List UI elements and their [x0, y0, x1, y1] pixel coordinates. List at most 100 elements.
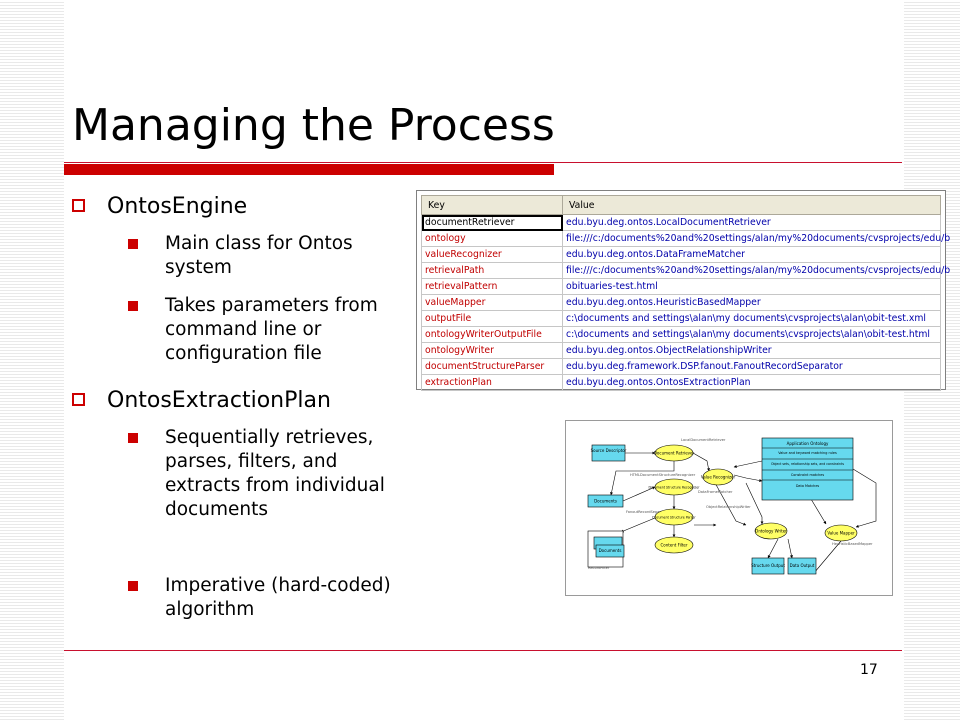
- property-key-cell[interactable]: documentStructureParser: [421, 358, 563, 375]
- node-label: Documents: [594, 499, 617, 504]
- property-key-cell[interactable]: valueRecognizer: [421, 246, 563, 263]
- property-key-cell[interactable]: ontologyWriter: [421, 342, 563, 359]
- property-value-cell[interactable]: file:///c:/documents%20and%20settings/al…: [562, 262, 950, 279]
- sub-bullet-text: Imperative (hard-coded) algorithm: [165, 575, 391, 620]
- data-output-node: [787, 557, 817, 575]
- connector-label: FanoutRecordSeparator: [626, 510, 669, 514]
- column-header-key[interactable]: Key: [421, 195, 563, 215]
- bullet-ontosextractionplan: OntosExtractionPlan: [72, 388, 331, 413]
- property-value-cell[interactable]: obituaries-test.html: [562, 278, 941, 295]
- diagram-nodes: Source Descriptor Document Retriever Doc…: [587, 437, 858, 575]
- node-label: Constraint matches: [791, 473, 824, 477]
- sub-bullet-text: Takes parameters from command line or co…: [165, 295, 378, 364]
- square-bullet-icon: [128, 301, 138, 311]
- sub-bullet: Takes parameters from command line or co…: [128, 294, 418, 366]
- property-value-cell[interactable]: c:\documents and settings\alan\my docume…: [562, 310, 941, 327]
- node-label: Object sets, relationship sets, and cons…: [771, 462, 844, 466]
- property-key-cell[interactable]: retrievalPath: [421, 262, 563, 279]
- documents-node: [587, 494, 624, 508]
- property-key-cell[interactable]: outputFile: [421, 310, 563, 327]
- connector-label: HTMLDocumentStructureRecognizer: [630, 473, 696, 477]
- document-structure-parser-node: [654, 508, 694, 526]
- documents-stack-front: [595, 544, 625, 558]
- node-label: Content Filter: [660, 543, 687, 548]
- sub-bullet: Imperative (hard-coded) algorithm: [128, 574, 418, 622]
- hollow-square-bullet-icon: [72, 393, 85, 406]
- application-ontology-node: [761, 437, 854, 501]
- property-value-cell[interactable]: edu.byu.deg.ontos.OntosExtractionPlan: [562, 374, 941, 391]
- sub-bullet: Sequentially retrieves, parses, filters,…: [128, 426, 418, 522]
- node-label: Document Structure Parser: [652, 516, 696, 520]
- node-label: Document Retriever: [654, 451, 695, 456]
- node-label: Value Recognizer: [701, 475, 736, 480]
- property-value-cell[interactable]: edu.byu.deg.ontos.ObjectRelationshipWrit…: [562, 342, 941, 359]
- connector-label: RecordFilter: [588, 566, 610, 570]
- source-descriptor-node: [591, 444, 626, 462]
- bullet-ontosengine: OntosEngine: [72, 194, 247, 219]
- structure-output-node: [751, 557, 785, 575]
- property-key-cell[interactable]: documentRetriever: [421, 214, 563, 231]
- bullet-text: OntosExtractionPlan: [107, 388, 331, 413]
- property-key-cell[interactable]: extractionPlan: [421, 374, 563, 391]
- content-filter-node: [654, 536, 694, 554]
- column-header-value[interactable]: Value: [562, 195, 941, 215]
- node-label: Documents: [599, 548, 622, 553]
- property-key-cell[interactable]: retrievalPattern: [421, 278, 563, 295]
- sub-bullet: Main class for Ontos system: [128, 232, 418, 280]
- sub-bullet-text: Main class for Ontos system: [165, 233, 353, 278]
- property-value-cell[interactable]: file:///c:/documents%20and%20settings/al…: [562, 230, 950, 247]
- node-label: Ontology Writer: [755, 529, 787, 534]
- sub-bullet-text: Sequentially retrieves, parses, filters,…: [165, 427, 385, 520]
- architecture-diagram: LocalDocumentRetriever HTMLDocumentStruc…: [565, 420, 893, 596]
- value-recognizer-node: [702, 468, 734, 486]
- title-underline: [64, 162, 902, 163]
- property-value-cell[interactable]: edu.byu.deg.ontos.HeuristicBasedMapper: [562, 294, 941, 311]
- node-label: Source Descriptor: [591, 448, 627, 453]
- property-value-cell[interactable]: edu.byu.deg.framework.DSP.fanout.FanoutR…: [562, 358, 941, 375]
- property-value-cell[interactable]: edu.byu.deg.ontos.LocalDocumentRetriever: [562, 214, 941, 231]
- property-value-cell[interactable]: c:\documents and settings\alan\my docume…: [562, 326, 941, 343]
- node-label: Value and keyword matching rules: [778, 451, 837, 455]
- node-label: Document Structure Recognizer: [649, 486, 701, 490]
- document-retriever-node: [654, 444, 694, 462]
- ontology-writer-node: [754, 522, 788, 540]
- square-bullet-icon: [128, 581, 138, 591]
- node-label: Structure Output: [751, 563, 785, 568]
- diagram-connector-labels: LocalDocumentRetriever HTMLDocumentStruc…: [588, 438, 873, 570]
- page-number: 17: [860, 662, 878, 678]
- square-bullet-icon: [128, 239, 138, 249]
- node-label: Data Output: [790, 563, 815, 568]
- slide-title: Managing the Process: [72, 100, 555, 151]
- connector-label: HeuristicBasedMapper: [832, 542, 873, 546]
- value-mapper-node: [824, 524, 858, 542]
- connector-label: LocalDocumentRetriever: [681, 438, 726, 442]
- node-label: Value Mapper: [827, 531, 855, 536]
- title-accent-bar: [64, 164, 554, 175]
- node-label: Data Matches: [796, 484, 820, 488]
- property-key-cell[interactable]: ontology: [421, 230, 563, 247]
- architecture-diagram-svg: LocalDocumentRetriever HTMLDocumentStruc…: [587, 437, 877, 575]
- footer-rule: [64, 650, 902, 651]
- bullet-text: OntosEngine: [107, 194, 248, 219]
- connector-label: DataFrameMatcher: [698, 490, 733, 494]
- square-bullet-icon: [128, 433, 138, 443]
- property-key-cell[interactable]: valueMapper: [421, 294, 563, 311]
- property-key-cell[interactable]: ontologyWriterOutputFile: [421, 326, 563, 343]
- hollow-square-bullet-icon: [72, 199, 85, 212]
- node-label: Application Ontology: [787, 441, 829, 446]
- property-value-cell[interactable]: edu.byu.deg.ontos.DataFrameMatcher: [562, 246, 941, 263]
